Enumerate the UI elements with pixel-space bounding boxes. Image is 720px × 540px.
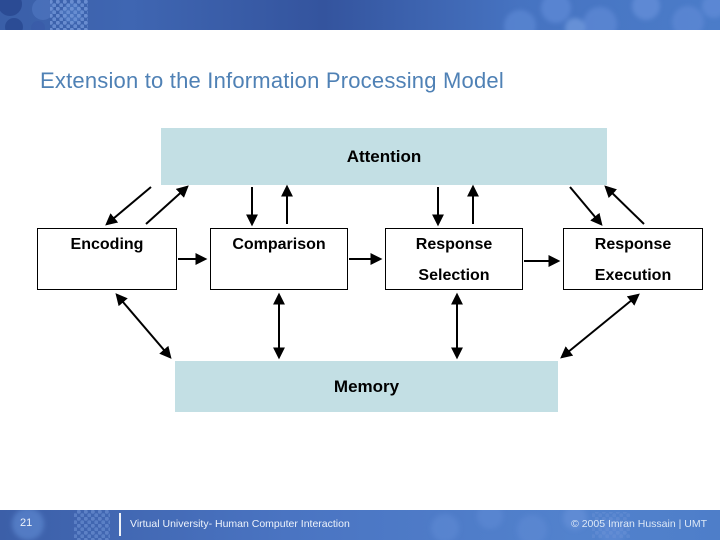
node-comparison-label: Comparison xyxy=(232,236,326,253)
node-attention-label: Attention xyxy=(346,146,422,166)
footer-copyright-text: © 2005 Imran Hussain | UMT xyxy=(571,518,707,530)
node-attention: Attention xyxy=(161,128,607,185)
header-right-circles-decoration xyxy=(504,0,720,30)
footer-dot-cluster-right-decoration xyxy=(592,512,630,538)
node-response-selection: Response Selection xyxy=(385,228,523,290)
page-number: 21 xyxy=(20,517,33,529)
node-response-execution-line2: Execution xyxy=(594,267,672,284)
header-bar-graphic xyxy=(0,0,720,30)
arrow-response-execution-memory-bidirectional xyxy=(560,293,640,359)
node-response-execution: Response Execution xyxy=(563,228,703,290)
node-memory: Memory xyxy=(175,361,558,412)
arrow-attention-to-encoding xyxy=(105,186,152,226)
slide-title: Extension to the Information Processing … xyxy=(40,68,504,93)
node-comparison: Comparison xyxy=(210,228,348,290)
node-memory-label: Memory xyxy=(333,376,400,396)
arrow-attention-to-response-execution xyxy=(569,186,603,226)
node-response-selection-line2: Selection xyxy=(418,267,490,284)
node-response-selection-line1: Response xyxy=(415,236,493,253)
arrow-encoding-to-attention xyxy=(145,185,189,225)
node-response-execution-line1: Response xyxy=(594,236,672,253)
header-dot-cluster-decoration xyxy=(50,0,88,30)
slide-footer-bar: 21 Virtual University- Human Computer In… xyxy=(0,510,720,540)
node-encoding-label: Encoding xyxy=(70,236,144,253)
arrow-response-execution-to-attention xyxy=(604,185,645,225)
node-encoding: Encoding xyxy=(37,228,177,290)
footer-dot-cluster-decoration xyxy=(74,510,110,540)
footer-course-text: Virtual University- Human Computer Inter… xyxy=(130,518,350,530)
arrow-encoding-memory-bidirectional xyxy=(115,293,172,359)
header-decorative-bar xyxy=(0,0,720,30)
footer-separator xyxy=(119,513,121,536)
